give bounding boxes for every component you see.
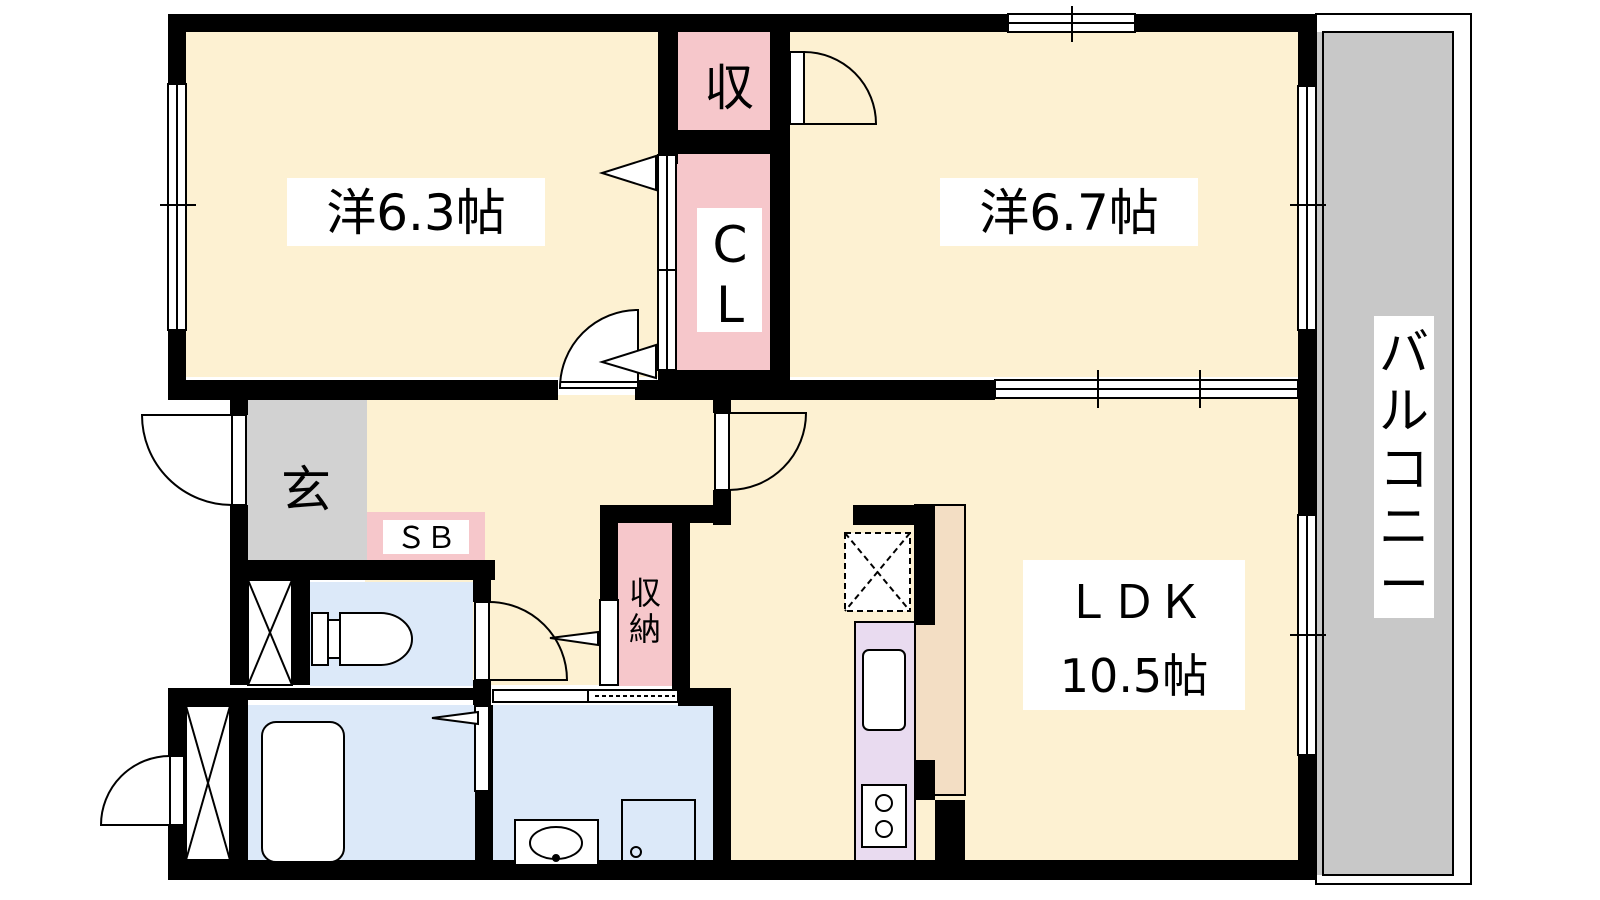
- shoebox-label: ＳＢ: [396, 521, 456, 556]
- windows: [160, 6, 1326, 792]
- fixtures: [185, 532, 911, 866]
- storage-floor: [617, 523, 672, 686]
- stove: [861, 784, 907, 848]
- entrance-door: [140, 414, 247, 506]
- storage-label-1: 収: [629, 574, 661, 612]
- bathtub: [261, 721, 345, 863]
- western-room-2-label-bg: [940, 178, 1198, 246]
- ldk-door: [714, 412, 808, 491]
- pipe-space-1: [247, 579, 293, 686]
- balcony-label-1: バ: [1379, 324, 1429, 382]
- western-room-1-label-bg: [287, 178, 545, 246]
- balcony-outline: [1315, 13, 1472, 885]
- bedroom-1-door: [558, 308, 639, 389]
- closet-top-door: [789, 51, 878, 125]
- western-room-1-label: 洋6.3帖: [326, 184, 506, 242]
- ldk-label-bg: [1023, 560, 1245, 710]
- bath-outer-door: [99, 755, 185, 826]
- refrigerator-space: [844, 532, 911, 612]
- sliding-door-storage: [599, 599, 619, 686]
- washroom-slide: [492, 689, 589, 703]
- balcony-label-3: コ: [1379, 440, 1429, 498]
- shoebox-label-bg: [383, 520, 469, 554]
- washing-machine-space: [621, 799, 696, 863]
- bath-door: [474, 705, 490, 792]
- ldk-size-label: 10.5帖: [1060, 649, 1208, 703]
- toilet: [311, 612, 413, 666]
- cl-label-c: C: [713, 216, 748, 274]
- entrance-floor: [247, 395, 367, 560]
- western-room-2-label: 洋6.7帖: [979, 184, 1159, 242]
- floor-fills: [183, 32, 1453, 875]
- closet-top-floor: [675, 32, 773, 132]
- closet-top-label: 収: [704, 59, 754, 117]
- walls: [168, 14, 1317, 880]
- storage-label-2: 納: [629, 610, 661, 648]
- pipe-space-2: [185, 705, 231, 861]
- cl-label-bg: [697, 208, 762, 332]
- sink: [862, 649, 906, 731]
- balcony-label-bg: [1374, 316, 1434, 618]
- toilet-door: [474, 601, 569, 681]
- washbasin: [514, 819, 599, 866]
- cl-label-l: L: [716, 276, 744, 334]
- balcony-label-4: ニ: [1379, 498, 1429, 556]
- balcony-label-5: ー: [1379, 556, 1429, 614]
- entrance-label: 玄: [281, 461, 331, 519]
- ldk-label: ＬＤＫ: [1065, 575, 1203, 629]
- door-arrows: [431, 154, 657, 726]
- doors: [99, 51, 878, 826]
- labels: 洋6.3帖 洋6.7帖 収 C L 玄 ＳＢ 収 納 ＬＤＫ 10.5帖 バ ル…: [281, 59, 1434, 710]
- balcony-label-2: ル: [1379, 382, 1429, 440]
